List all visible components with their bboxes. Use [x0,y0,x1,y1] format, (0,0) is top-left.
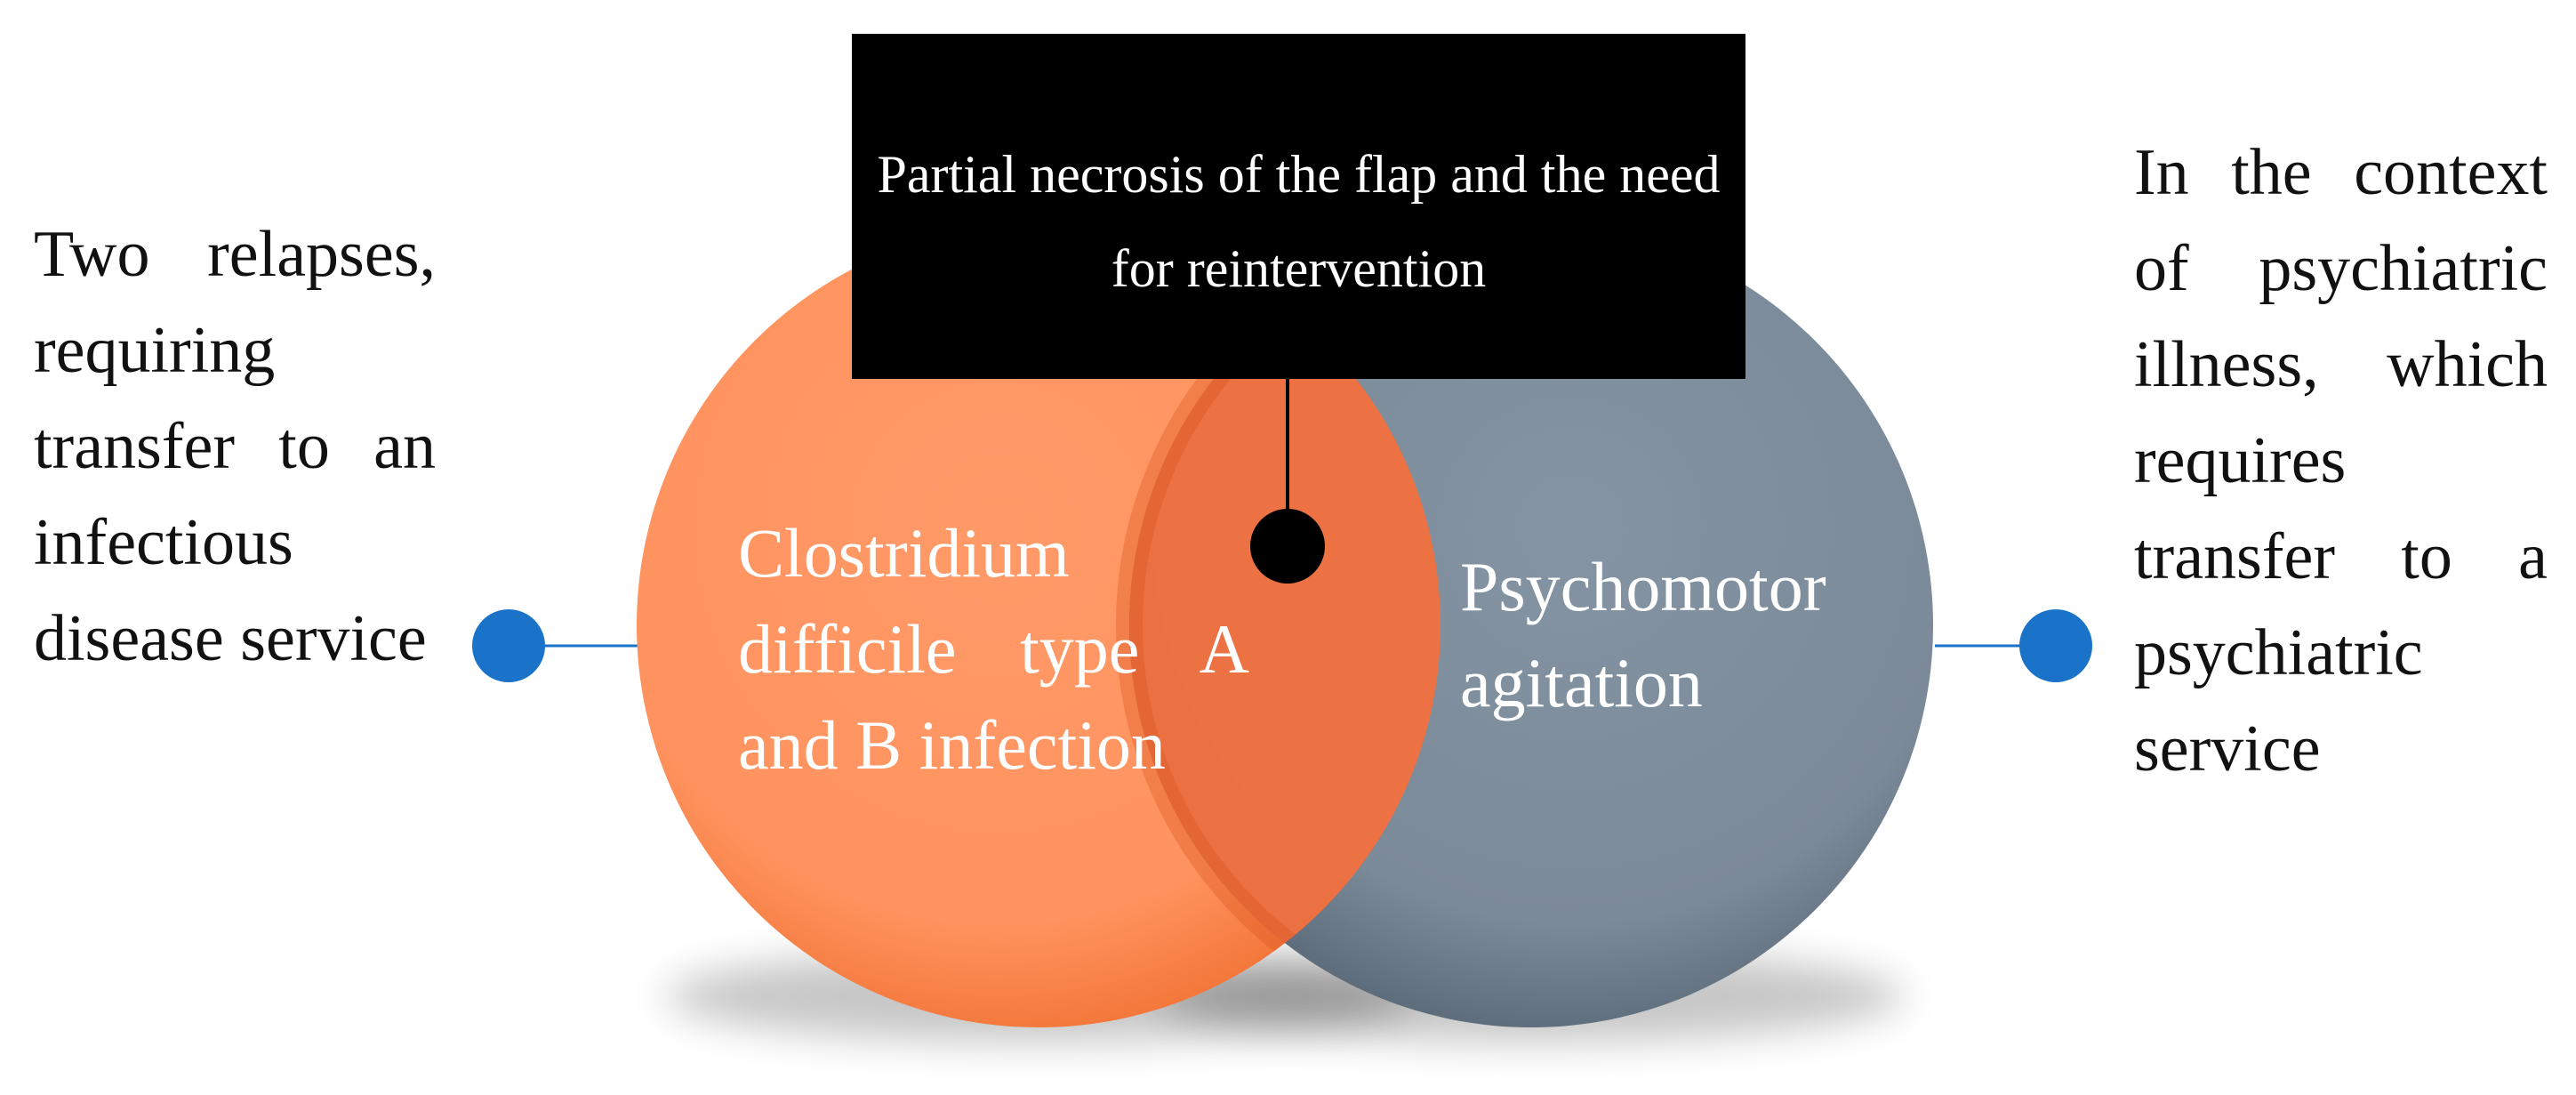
right-circle-label: Psychomotor agitation [1460,548,1826,721]
center-dot [1250,509,1325,584]
top-callout-text: Partial necrosis of the flap and the nee… [877,145,1721,298]
right-connector-dot [2019,609,2092,682]
left-note: Two relapses, requiring transfer to an i… [34,218,436,675]
right-note: In the context of psychiatric illness, w… [2134,136,2548,785]
left-circle-label: Clostridium difficile type A and B infec… [738,514,1249,784]
left-connector-dot [472,609,545,682]
top-callout-box: Partial necrosis of the flap and the nee… [852,34,1745,379]
overlap-region [1129,223,1440,1027]
overlap-region-shade [1116,223,1440,1027]
